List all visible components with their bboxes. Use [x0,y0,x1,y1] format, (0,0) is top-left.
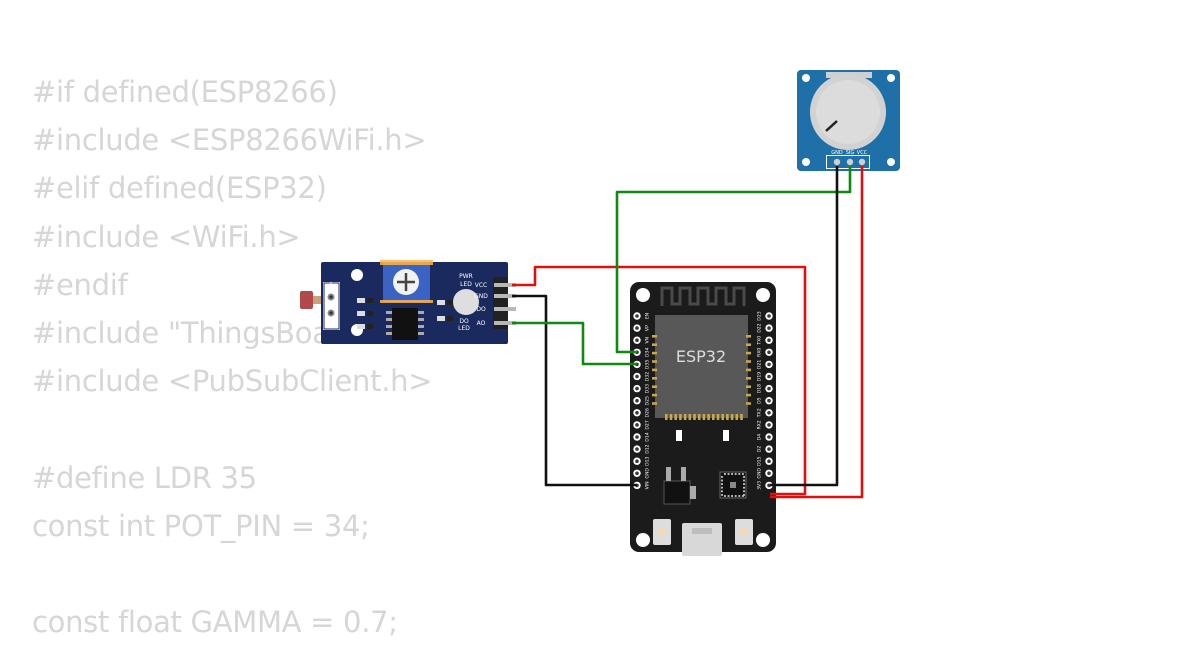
pot-pin-label: GND [831,150,843,156]
photoresistor-icon [300,291,313,309]
pot-pin-sig[interactable] [846,158,854,166]
code-line: #if defined(ESP8266) [32,75,338,109]
ldr-pin-label: AO [477,320,486,327]
minus-label: − [327,322,335,333]
esp32-pin-label: D14 [645,432,651,441]
antenna-icon [660,286,746,306]
ldr-pin-do[interactable] [494,307,516,311]
esp32-pin-label: GND [757,468,763,479]
esp32-pin-label: TX0 [757,336,763,346]
esp32-pin-label: D4 [757,434,763,441]
esp32-pin-label: D5 [757,397,763,404]
do-led-label-1: DO [459,318,469,325]
plus-label: + [327,280,335,291]
esp32-pin-label: D33 [645,384,651,393]
circuit-canvas: + − PWR LED DO LED [300,70,900,556]
usb-uart-chip [719,471,747,499]
wire-ldr-gnd-to-gnd[interactable] [512,294,637,487]
do-led-label-2: LED [458,325,470,332]
esp32-pin-label: D34 [645,348,651,357]
code-line: #include <WiFi.h> [32,219,301,254]
esp32-pin-label: D15 [757,456,763,465]
esp32-pin-label: GND [645,468,651,479]
esp32-pin-label: TX2 [757,408,763,418]
esp32-pin-label: D26 [645,408,651,417]
code-background: #if defined(ESP8266) #include <ESP8266WiF… [32,68,433,646]
esp32-pin-label: D25 [645,396,651,405]
code-line: #endif [32,267,128,302]
ldr-sensor-module[interactable]: + − PWR LED DO LED [300,260,516,344]
chip-label: ESP32 [676,347,726,366]
esp32-pin-label: D22 [757,323,763,332]
code-line: #define LDR 35 [32,460,257,495]
wire-pot-vcc-to-3v3[interactable] [770,166,864,499]
pwr-led-label-1: PWR [459,273,473,280]
esp32-pin-label: D23 [757,311,763,320]
ldr-pin-label: VCC [475,282,487,289]
ldr-pin-ao[interactable] [494,321,516,325]
code-line: #include <PubSubClient.h> [32,364,433,399]
wire-pot-gnd-to-gnd[interactable] [770,166,839,487]
esp32-pin-label: D19 [757,372,763,381]
esp32-pin-label: D32 [645,372,651,381]
wire-ldr-ao-to-d35[interactable] [512,321,637,366]
esp32-pin-label: VIN [645,481,651,489]
voltage-regulator [663,480,691,505]
esp32-pin-label: EN [645,313,651,319]
esp32-pin-label: D13 [645,456,651,465]
comparator-ic [392,308,418,340]
esp32-pin-label: D21 [757,360,763,369]
wire-pot-sig-to-d34[interactable] [615,166,852,354]
pot-pin-vcc[interactable] [858,158,866,166]
pwr-led-label-2: LED [460,281,472,288]
ldr-pin-vcc[interactable] [494,283,516,287]
ldr-pin-label: DO [476,306,486,313]
power-led-icon [453,289,479,315]
esp32-pin-label: D35 [645,360,651,369]
ldr-pin-label: GND [474,293,488,300]
esp32-pin-label: VP [645,325,651,331]
esp32-pin-label: RX0 [757,348,763,357]
knob-indicator-icon [825,120,838,132]
esp32-pin-label: D12 [645,444,651,453]
esp32-pin-label: D18 [757,384,763,393]
esp32-pin-label: D2 [757,446,763,453]
wires [512,166,864,499]
wire-ldr-vcc-to-3v3[interactable] [512,265,807,496]
esp32-pin-label: VN [645,337,651,344]
ldr-pin-gnd[interactable] [494,294,516,298]
code-line: #elif defined(ESP32) [32,171,327,206]
code-line: const int POT_PIN = 34; [32,508,370,543]
esp32-module [655,315,748,418]
esp32-pin-label: 3V3 [757,481,763,490]
code-line: #include <ESP8266WiFi.h> [32,123,427,158]
pot-pin-label: VCC [857,150,868,156]
usb-port[interactable] [682,523,722,556]
esp32-pin-label: RX2 [757,420,763,429]
esp32-pin-label: D27 [645,420,651,429]
esp32-devkit-board[interactable]: ESP32 ENVPVND34D35D32D33D25D26D27D14D12D… [630,282,776,556]
pot-pin-label: SIG [846,150,855,156]
pot-pin-gnd[interactable] [833,158,841,166]
